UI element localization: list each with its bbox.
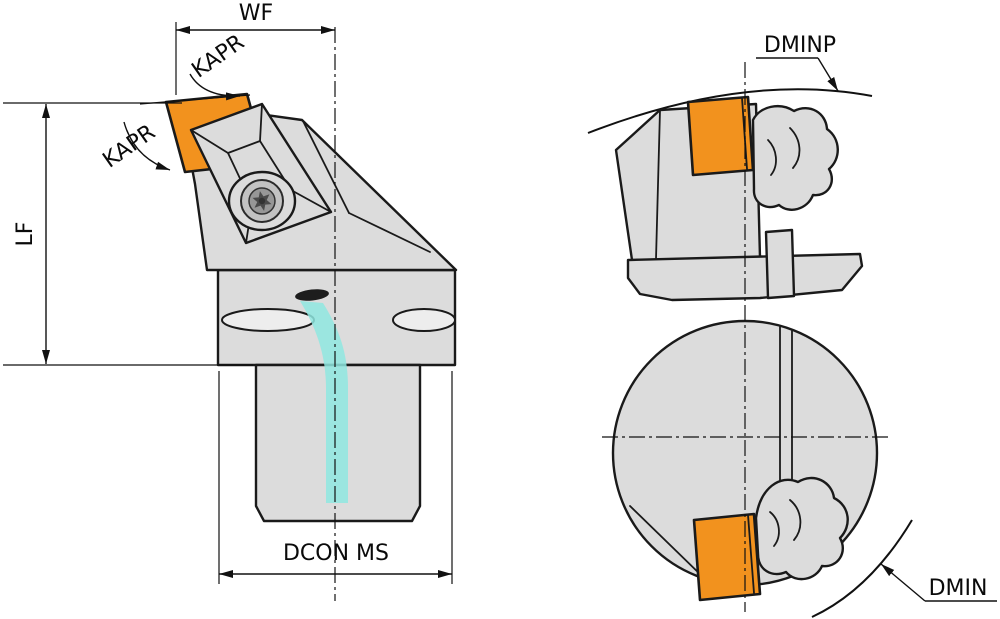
dmin-arc bbox=[811, 519, 913, 618]
coolant-hole bbox=[295, 289, 329, 301]
screw-center-dot bbox=[258, 197, 266, 205]
flange-slot-left bbox=[221, 308, 315, 332]
lf-label: LF bbox=[13, 222, 38, 247]
flange-slot-right bbox=[392, 308, 456, 332]
clamp-end-contour bbox=[769, 511, 780, 547]
top-view: DMINP bbox=[587, 33, 873, 302]
clamp-end bbox=[754, 476, 849, 581]
dmin-leader-arrow bbox=[880, 563, 926, 602]
coolant-channel bbox=[300, 301, 348, 503]
insert-top-edge-line bbox=[741, 97, 748, 170]
wf-label: WF bbox=[239, 1, 273, 26]
clamp-stem bbox=[764, 228, 796, 300]
dmin-label: DMIN bbox=[929, 576, 988, 601]
dminp-leader-arrow bbox=[817, 57, 839, 92]
pocket-facet-line bbox=[259, 103, 263, 142]
flange-top-band bbox=[626, 252, 864, 302]
clamp-top-contour bbox=[789, 127, 801, 169]
insert-end bbox=[692, 512, 762, 602]
insert-end-edge-line bbox=[747, 514, 755, 594]
end-view: DMIN bbox=[602, 319, 997, 618]
end-facet-line bbox=[629, 505, 705, 579]
kapr-side-arc-arrow bbox=[123, 121, 171, 171]
pocket-facet-line bbox=[190, 129, 229, 154]
kapr-top-arc-arrow bbox=[189, 73, 241, 101]
pocket-facet-line bbox=[290, 189, 332, 213]
head-facet-line bbox=[348, 212, 431, 253]
head-facet-line bbox=[302, 120, 350, 214]
dcon-ms-label: DCON MS bbox=[283, 541, 389, 566]
kapr-top-label: KAPR bbox=[187, 30, 249, 84]
kapr-side-label: KAPR bbox=[98, 120, 160, 174]
torx-screw bbox=[227, 170, 297, 232]
clamp-end-contour bbox=[789, 499, 802, 541]
clamp-top bbox=[751, 105, 839, 211]
clamp-top-contour bbox=[767, 139, 777, 176]
dminp-arc bbox=[587, 88, 873, 134]
dminp-label: DMINP bbox=[764, 33, 836, 58]
head-top-facet-line bbox=[655, 109, 661, 260]
front-view: LF WF KAPR KAPR DCON MS bbox=[3, 1, 458, 601]
